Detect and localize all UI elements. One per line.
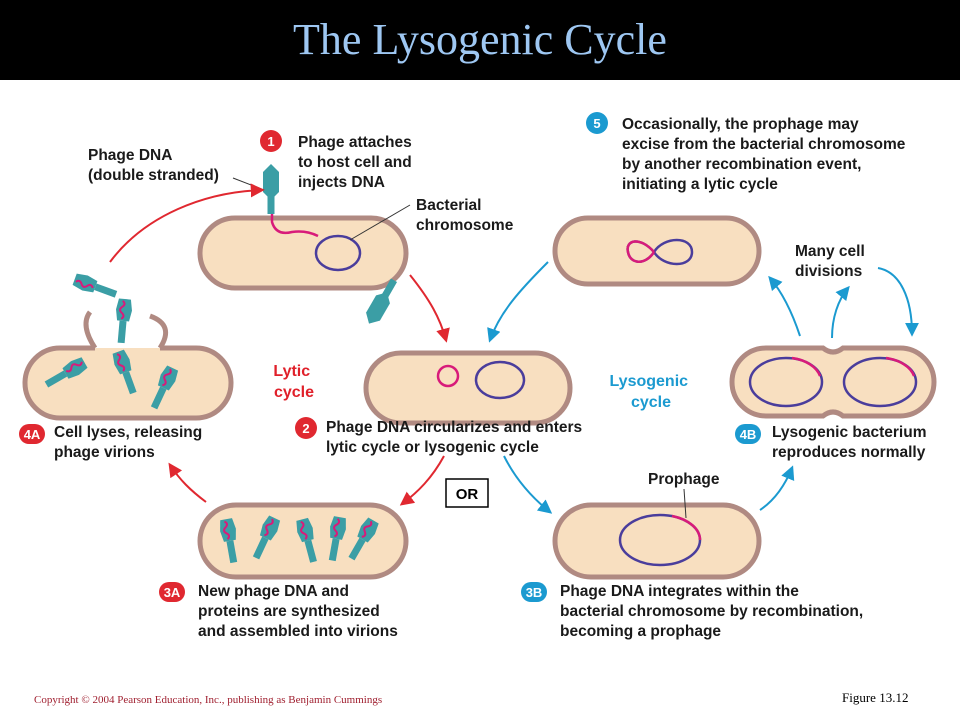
figure-number: Figure 13.12 xyxy=(842,690,909,705)
bacterial-chromosome-2 xyxy=(474,360,526,400)
released-virion-1 xyxy=(70,270,120,303)
svg-text:OR: OR xyxy=(456,486,479,503)
lysogenic-cycle-label: Lysogenic cycle xyxy=(610,373,693,411)
or-box: OR xyxy=(445,478,489,508)
daughter-prophage-2 xyxy=(885,356,916,377)
arrow-division-2 xyxy=(877,267,919,337)
step-4b-text: Lysogenic bacterium reproduces normally xyxy=(772,424,931,461)
step-3b-text: Phage DNA integrates within the bacteria… xyxy=(560,583,868,640)
step-4a-text: Cell lyses, releasing phage virions xyxy=(54,424,207,461)
arrow-4a-to-1 xyxy=(109,183,265,263)
lytic-cycle-label: Lytic cycle xyxy=(273,363,314,401)
excising-prophage xyxy=(626,240,656,263)
badge-step-5: 5 xyxy=(586,112,608,134)
cell-lysing xyxy=(22,270,234,421)
bacterial-chromosome-1 xyxy=(314,234,362,272)
copyright-notice: Copyright © 2004 Pearson Education, Inc.… xyxy=(34,694,383,706)
cell-4b-body xyxy=(729,345,937,419)
svg-text:4B: 4B xyxy=(740,427,757,442)
prophage-label: Prophage xyxy=(648,471,720,488)
cell-2-body xyxy=(363,350,573,426)
title-bar xyxy=(0,0,960,80)
daughter-chromosome-1 xyxy=(748,356,824,408)
arrow-division-1 xyxy=(831,285,850,339)
arrow-3b-to-4b xyxy=(759,465,795,511)
arrow-3a-to-4a xyxy=(168,462,207,503)
svg-text:4A: 4A xyxy=(24,427,41,442)
cell-3b-body xyxy=(552,502,762,580)
arrow-4b-to-5 xyxy=(768,275,801,337)
badge-step-1: 1 xyxy=(260,130,282,152)
arrow-1-to-2 xyxy=(409,274,450,343)
phage-dna-pointer xyxy=(232,177,265,191)
step-1-text: Phage attaches to host cell and injects … xyxy=(298,134,416,191)
prophage-pointer xyxy=(683,488,687,519)
arrow-5-to-2 xyxy=(487,261,549,343)
lysed-wall-left xyxy=(83,310,98,350)
badge-step-3b: 3B xyxy=(521,582,547,602)
lysogenic-cycle-diagram: 1 2 3A 4A 3B 4B 5 Phage attaches to host… xyxy=(19,112,937,640)
chromosome-pointer xyxy=(349,204,411,241)
circular-phage-dna xyxy=(436,364,460,388)
cell-integration xyxy=(552,488,762,580)
lysed-wall-right xyxy=(149,313,169,350)
svg-text:2: 2 xyxy=(302,421,309,436)
badge-step-4b: 4B xyxy=(735,424,761,444)
badge-step-2: 2 xyxy=(295,417,317,439)
free-phage xyxy=(366,278,398,324)
attached-phage xyxy=(263,164,279,214)
injected-phage-dna xyxy=(270,210,319,238)
badge-step-3a: 3A xyxy=(159,582,185,602)
cell-circularized xyxy=(363,350,573,426)
svg-text:3A: 3A xyxy=(164,585,181,600)
cell-excision xyxy=(552,215,762,287)
arrow-2-to-3a xyxy=(399,455,445,506)
slide-title: The Lysogenic Cycle xyxy=(293,15,667,64)
badge-step-4a: 4A xyxy=(19,424,45,444)
svg-text:1: 1 xyxy=(267,134,274,149)
step-5-text: Occasionally, the prophage may excise fr… xyxy=(622,116,910,193)
step-3a-text: New phage DNA and proteins are synthesiz… xyxy=(198,583,398,640)
arrow-2-to-3b xyxy=(503,455,553,514)
cell-1-body xyxy=(197,215,409,291)
cell-synthesis xyxy=(197,502,409,580)
cell-5-body xyxy=(552,215,762,287)
many-cell-divisions-label: Many cell divisions xyxy=(795,243,869,280)
integrated-prophage xyxy=(671,514,702,541)
svg-text:3B: 3B xyxy=(526,585,543,600)
phage-dna-label: Phage DNA (double stranded) xyxy=(88,147,219,184)
step-2-text: Phage DNA circularizes and enters lytic … xyxy=(326,419,586,456)
daughter-prophage-1 xyxy=(791,356,822,377)
released-virion-2 xyxy=(112,297,134,345)
svg-text:5: 5 xyxy=(593,116,600,131)
daughter-chromosome-2 xyxy=(842,356,918,408)
cell-dividing xyxy=(729,345,937,419)
bacterial-chromosome-label: Bacterial chromosome xyxy=(416,197,514,234)
